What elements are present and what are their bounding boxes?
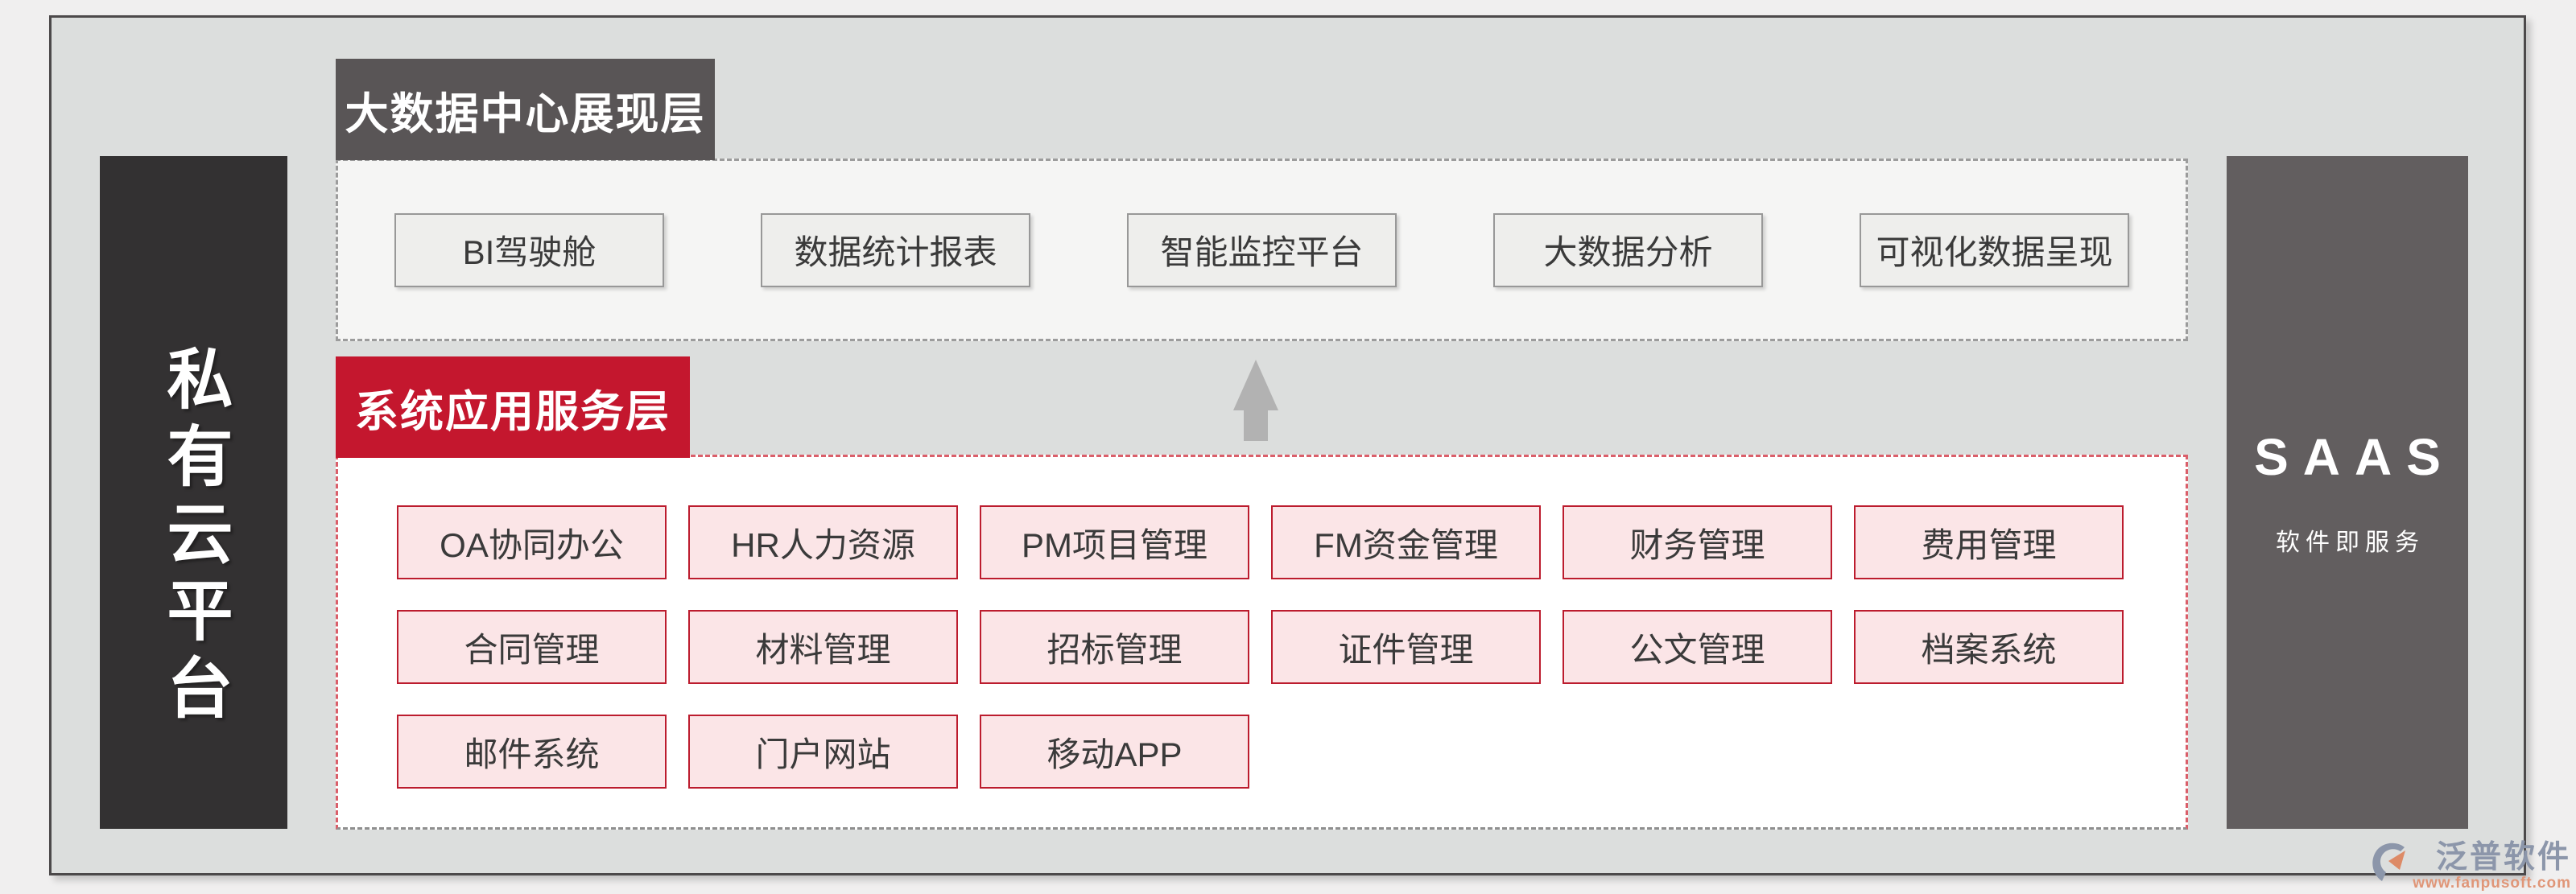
service-item-fm: FM资金管理: [1271, 505, 1541, 579]
service-item-mobile-app: 移动APP: [980, 715, 1249, 789]
watermark: 泛普软件 www.fanpusoft.com: [2371, 842, 2571, 891]
presentation-item-monitor: 智能监控平台: [1127, 212, 1397, 287]
service-item-pm: PM项目管理: [980, 505, 1249, 579]
up-arrow-icon: [1233, 360, 1278, 441]
service-item-certificate: 证件管理: [1271, 610, 1541, 684]
saas-title: SAAS: [2254, 428, 2455, 486]
watermark-text: 泛普软件 www.fanpusoft.com: [2413, 842, 2571, 891]
presentation-item-bi: BI驾驶舱: [394, 212, 664, 287]
service-item-bidding: 招标管理: [980, 610, 1249, 684]
service-item-archive: 档案系统: [1854, 610, 2124, 684]
saas-subtitle: 软件即服务: [2276, 529, 2425, 556]
service-item-portal: 门户网站: [688, 715, 958, 789]
fanpu-logo-icon: [2372, 843, 2406, 881]
service-layer-header: 系统应用服务层: [336, 356, 690, 458]
service-layer-header-label: 系统应用服务层: [355, 387, 671, 436]
saas-bar: SAAS 软件即服务: [2227, 156, 2468, 829]
private-cloud-bar: 私有云平台: [100, 156, 287, 829]
presentation-item-report: 数据统计报表: [761, 212, 1030, 287]
service-row-3: 邮件系统 门户网站 移动APP: [397, 715, 2186, 789]
watermark-brand: 泛普软件: [2435, 840, 2571, 875]
private-cloud-label: 私有云平台: [157, 344, 230, 731]
service-item-document: 公文管理: [1563, 610, 1832, 684]
service-row-2: 合同管理 材料管理 招标管理 证件管理 公文管理 档案系统: [397, 610, 2186, 684]
service-layer-panel: OA协同办公 HR人力资源 PM项目管理 FM资金管理 财务管理 费用管理 合同…: [336, 455, 2188, 830]
service-row-1: OA协同办公 HR人力资源 PM项目管理 FM资金管理 财务管理 费用管理: [397, 505, 2186, 579]
service-item-contract: 合同管理: [397, 610, 667, 684]
service-item-oa: OA协同办公: [397, 505, 667, 579]
watermark-url: www.fanpusoft.com: [2413, 875, 2571, 892]
presentation-item-bigdata: 大数据分析: [1493, 212, 1763, 287]
presentation-layer-header: 大数据中心展现层: [336, 59, 715, 160]
service-item-finance: 财务管理: [1563, 505, 1832, 579]
presentation-layer-panel: BI驾驶舱 数据统计报表 智能监控平台 大数据分析 可视化数据呈现: [336, 159, 2188, 341]
service-item-expense: 费用管理: [1854, 505, 2124, 579]
presentation-layer-header-label: 大数据中心展现层: [345, 89, 706, 138]
presentation-item-visual: 可视化数据呈现: [1860, 212, 2129, 287]
service-item-mail: 邮件系统: [397, 715, 667, 789]
service-item-hr: HR人力资源: [688, 505, 958, 579]
service-item-material: 材料管理: [688, 610, 958, 684]
